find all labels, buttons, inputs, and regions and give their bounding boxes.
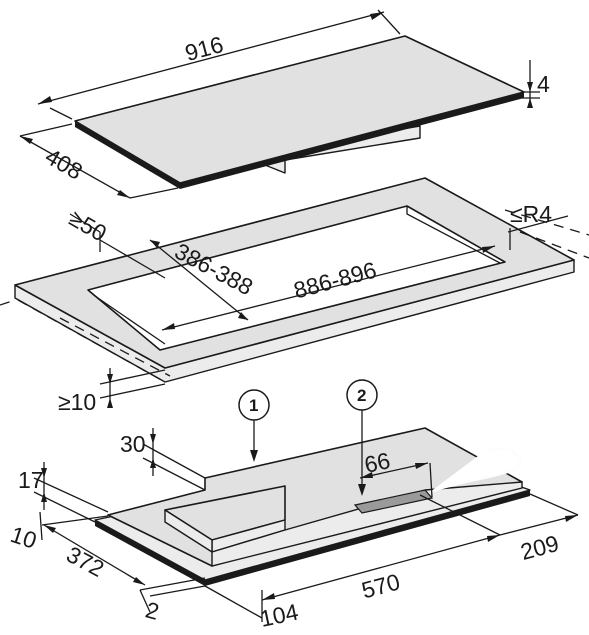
label-104: 104 [258,598,301,631]
dimension-2: 2 [139,585,206,625]
label-408: 408 [41,143,87,185]
dimension-4: 4 [522,60,550,108]
callout-1-label: 1 [249,396,258,415]
label-372: 372 [62,541,108,582]
dimension-916: 916 [37,9,401,120]
label-2: 2 [143,596,162,624]
label-66: 66 [362,447,392,478]
label-min-50: ≥50 [65,205,111,247]
label-570: 570 [359,568,403,603]
hob-bottom-view [94,427,531,586]
dimension-min-10: ≥10 [58,368,166,415]
callout-1: 1 [238,389,270,462]
label-10: 10 [7,521,39,554]
label-min-10: ≥10 [58,389,96,415]
dimension-570: 570 [261,494,501,603]
dimension-30: 30 [120,428,206,491]
label-886-896: 886-896 [291,257,379,304]
label-radius-r4: ≤R4 [510,201,552,227]
hob-top-view [74,35,525,189]
connection-box [353,489,434,514]
label-916: 916 [182,31,226,66]
worktop-surface [14,177,575,369]
dimension-radius-r4: ≤R4 [507,201,569,250]
label-209: 209 [518,530,562,565]
dimension-17: 17 [18,462,109,523]
label-17: 17 [18,467,44,493]
dimension-209: 209 [499,493,579,565]
label-4: 4 [537,71,550,97]
callout-2-label: 2 [357,386,366,405]
hob-side-edge [75,121,180,189]
label-30: 30 [120,431,146,457]
hob-front-edge [180,92,524,189]
worktop-cutout [14,177,575,383]
callout-2: 2 [346,379,378,496]
dimension-66: 66 [359,447,433,498]
